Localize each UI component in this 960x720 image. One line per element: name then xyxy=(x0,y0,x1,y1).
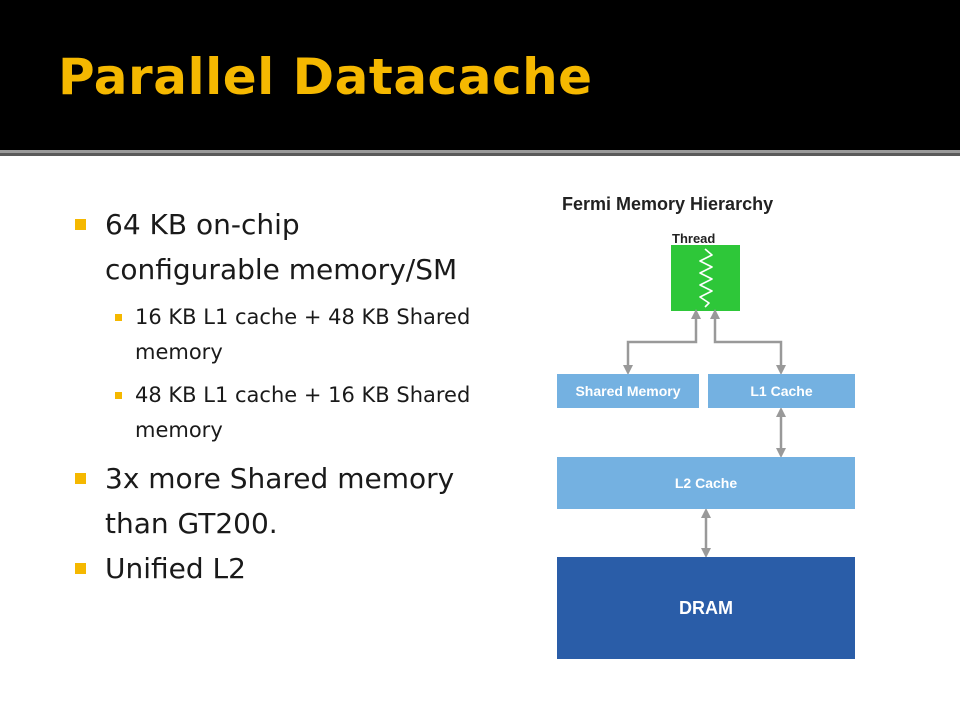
thread-box xyxy=(671,245,740,311)
bullet-unified-l2: Unified L2 xyxy=(75,546,475,591)
memory-hierarchy-diagram: Fermi Memory Hierarchy Thread Shared Mem… xyxy=(552,186,860,664)
title-bar: Parallel Datacache xyxy=(0,0,960,150)
hierarchy-arrows xyxy=(623,309,786,558)
l2-cache-block: L2 Cache xyxy=(557,457,855,509)
bullet-shared-memory: 3x more Shared memory than GT200. xyxy=(75,456,475,546)
title-divider-shadow xyxy=(0,153,960,156)
slide-body: 64 KB on-chip configurable memory/SM 16 … xyxy=(0,156,960,720)
bullet-list: 64 KB on-chip configurable memory/SM 16 … xyxy=(75,202,475,599)
sub-bullet-config-2: 48 KB L1 cache + 16 KB Shared memory xyxy=(115,378,475,448)
thread-squiggle-icon xyxy=(699,248,713,308)
shared-memory-block: Shared Memory xyxy=(557,374,699,408)
sub-bullet-config-1: 16 KB L1 cache + 48 KB Shared memory xyxy=(115,300,475,370)
slide-title: Parallel Datacache xyxy=(58,48,593,106)
bullet-onchip-memory: 64 KB on-chip configurable memory/SM xyxy=(75,202,475,292)
title-divider xyxy=(0,150,960,153)
thread-label: Thread xyxy=(672,231,716,246)
arrow-thread-shared xyxy=(623,309,701,375)
arrow-thread-l1 xyxy=(710,309,786,375)
l1-cache-block: L1 Cache xyxy=(708,374,855,408)
diagram-title: Fermi Memory Hierarchy xyxy=(562,194,774,214)
dram-block: DRAM xyxy=(557,557,855,659)
